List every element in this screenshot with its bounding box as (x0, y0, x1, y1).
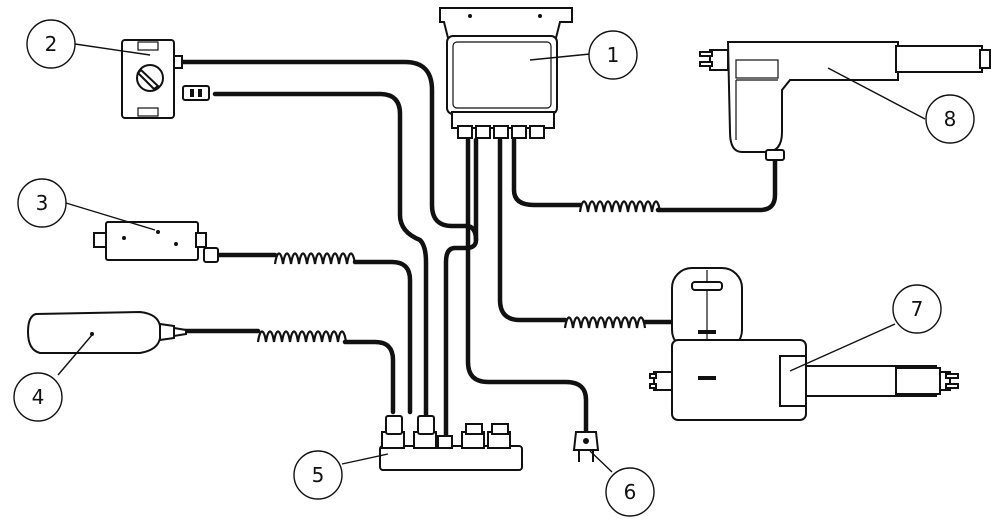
hand-control-icon (26, 310, 187, 354)
cable-switch-to-hub (177, 59, 479, 443)
callout-8: 8 (925, 94, 975, 144)
control-box-icon (439, 7, 573, 139)
connector-hub-icon (379, 415, 523, 471)
callout-label: 5 (312, 463, 325, 487)
cable-hand-control-to-hub (182, 328, 396, 415)
callout-5: 5 (293, 450, 343, 500)
cable-to-actuator-8 (511, 137, 778, 213)
callout-2: 2 (26, 19, 76, 69)
callout-7: 7 (892, 284, 942, 334)
linear-actuator-icon (649, 267, 959, 421)
callout-label: 1 (607, 43, 620, 67)
callout-label: 6 (624, 480, 637, 504)
mains-plug-icon (572, 431, 600, 462)
linear-actuator-icon (699, 41, 991, 161)
callout-1: 1 (588, 30, 638, 80)
coils (256, 200, 662, 343)
cable-switch-lower-to-hub (212, 91, 429, 418)
callout-label: 3 (36, 191, 49, 215)
callout-4: 4 (13, 372, 63, 422)
callout-3: 3 (17, 178, 67, 228)
callout-label: 4 (32, 385, 45, 409)
callout-label: 8 (944, 107, 957, 131)
cable-to-actuator-7 (497, 137, 675, 325)
cable-receiver-to-hub (212, 252, 413, 415)
callout-label: 7 (911, 297, 924, 321)
leader-lines (57, 43, 926, 473)
cables (177, 59, 778, 443)
callout-label: 2 (45, 32, 58, 56)
callout-6: 6 (605, 467, 655, 517)
receiver-module-icon (93, 221, 219, 263)
rotary-switch-icon (121, 39, 210, 119)
cable-to-mains (465, 137, 589, 435)
